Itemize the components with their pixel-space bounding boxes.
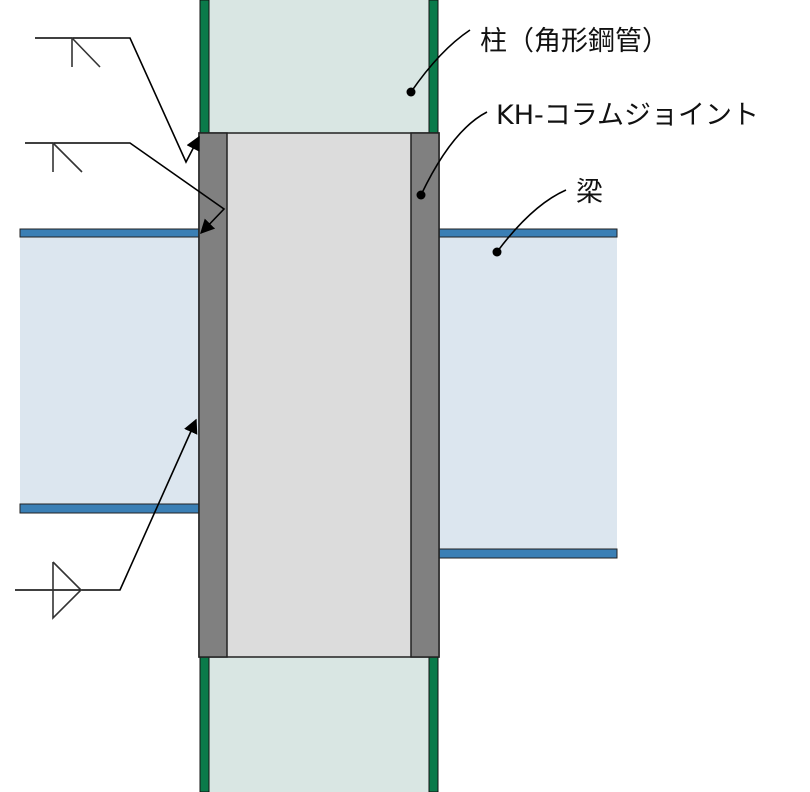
joint-label: KH-コラムジョイント: [496, 100, 759, 131]
weld-symbol-bottom: [15, 418, 198, 620]
left-beam-top-flange: [19, 228, 201, 238]
joint-left-wall: [198, 132, 228, 658]
column-joint: [198, 132, 440, 658]
column-label: 柱（角形鋼管）: [480, 26, 669, 57]
left-beam: [19, 228, 201, 514]
beam-label: 梁: [576, 177, 603, 208]
weld-symbol-top: [35, 37, 200, 164]
beam-leader: [492, 189, 567, 257]
joint-leader: [416, 111, 488, 200]
weld-symbol-middle: [25, 142, 226, 235]
right-beam-bottom-flange: [437, 548, 618, 559]
column-leader: [406, 29, 471, 97]
right-beam: [437, 228, 618, 559]
right-beam-top-flange: [437, 228, 618, 238]
joint-right-wall: [410, 132, 440, 658]
left-beam-bottom-flange: [19, 503, 201, 514]
